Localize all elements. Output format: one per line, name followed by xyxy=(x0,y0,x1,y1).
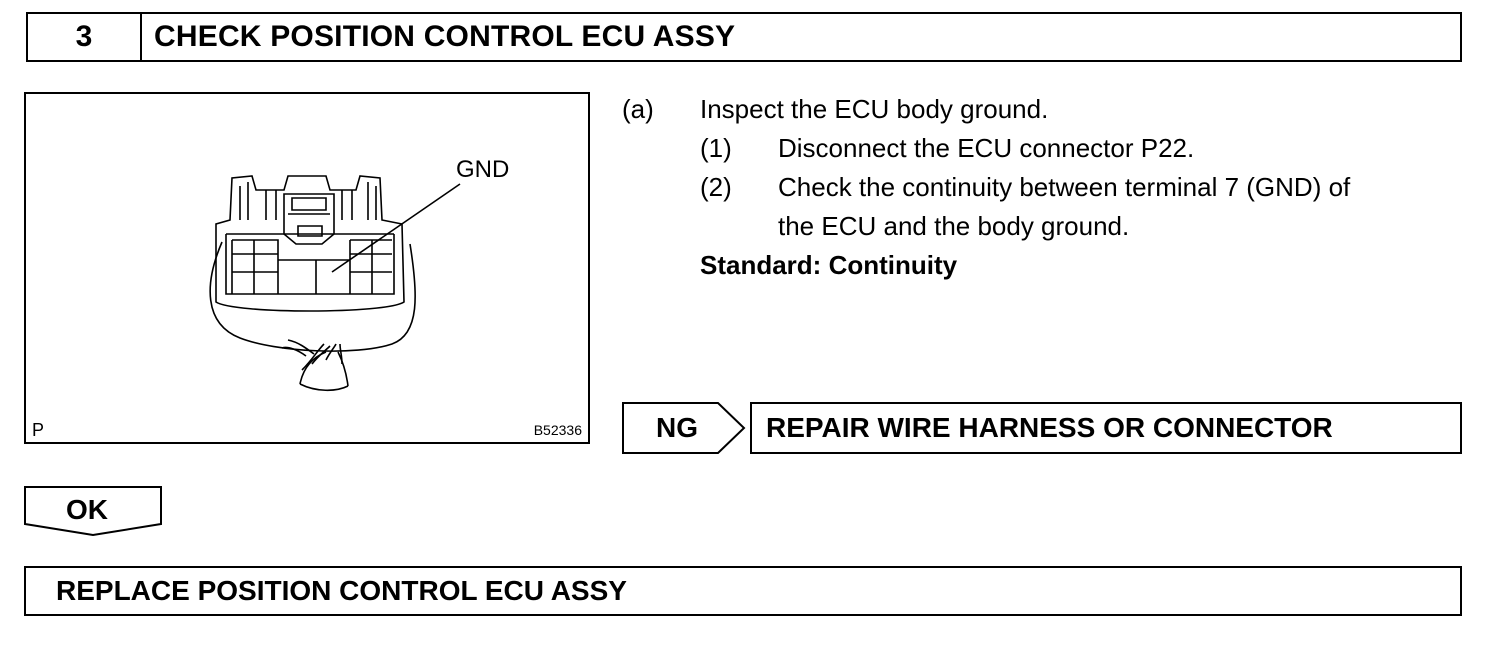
instruction-2-text-line2: the ECU and the body ground. xyxy=(778,211,1130,241)
instruction-2: (2) Check the continuity between termina… xyxy=(622,168,1464,207)
ecu-connector-illustration xyxy=(209,175,461,392)
repair-action-box: REPAIR WIRE HARNESS OR CONNECTOR xyxy=(750,402,1462,454)
instruction-1-text: Disconnect the ECU connector P22. xyxy=(778,133,1195,163)
ok-result-box: OK xyxy=(24,486,162,536)
step-header: 3 CHECK POSITION CONTROL ECU ASSY xyxy=(26,12,1462,62)
instruction-1: (1) Disconnect the ECU connector P22. xyxy=(622,129,1464,168)
step-number: 3 xyxy=(28,14,142,60)
step-title: CHECK POSITION CONTROL ECU ASSY xyxy=(154,20,736,53)
repair-action-text: REPAIR WIRE HARNESS OR CONNECTOR xyxy=(766,412,1333,443)
connector-figure: GND P B52336 xyxy=(24,92,590,444)
instruction-1-mark: (1) xyxy=(700,133,732,163)
replace-action-text: REPLACE POSITION CONTROL ECU ASSY xyxy=(56,575,627,606)
standard-text: Standard: Continuity xyxy=(700,250,958,280)
instructions: (a) Inspect the ECU body ground. (1) Dis… xyxy=(622,90,1464,285)
figure-p-label: P xyxy=(32,420,45,440)
ng-arrow-icon xyxy=(622,402,746,454)
ng-result-box: NG xyxy=(622,402,746,454)
ok-label: OK xyxy=(66,494,108,525)
instruction-a-text: Inspect the ECU body ground. xyxy=(700,94,1049,124)
instruction-2-cont: the ECU and the body ground. xyxy=(622,207,1464,246)
instruction-a: (a) Inspect the ECU body ground. xyxy=(622,90,1464,129)
instruction-2-mark: (2) xyxy=(700,172,732,202)
instruction-2-text-line1: Check the continuity between terminal 7 … xyxy=(778,172,1351,202)
replace-action-box: REPLACE POSITION CONTROL ECU ASSY xyxy=(24,566,1462,616)
figure-code: B52336 xyxy=(533,422,582,438)
ng-label: NG xyxy=(656,412,698,443)
instruction-a-mark: (a) xyxy=(622,94,654,124)
standard-line: Standard: Continuity xyxy=(622,246,1464,285)
gnd-label: GND xyxy=(456,156,510,183)
ok-down-arrow-icon xyxy=(24,486,162,536)
